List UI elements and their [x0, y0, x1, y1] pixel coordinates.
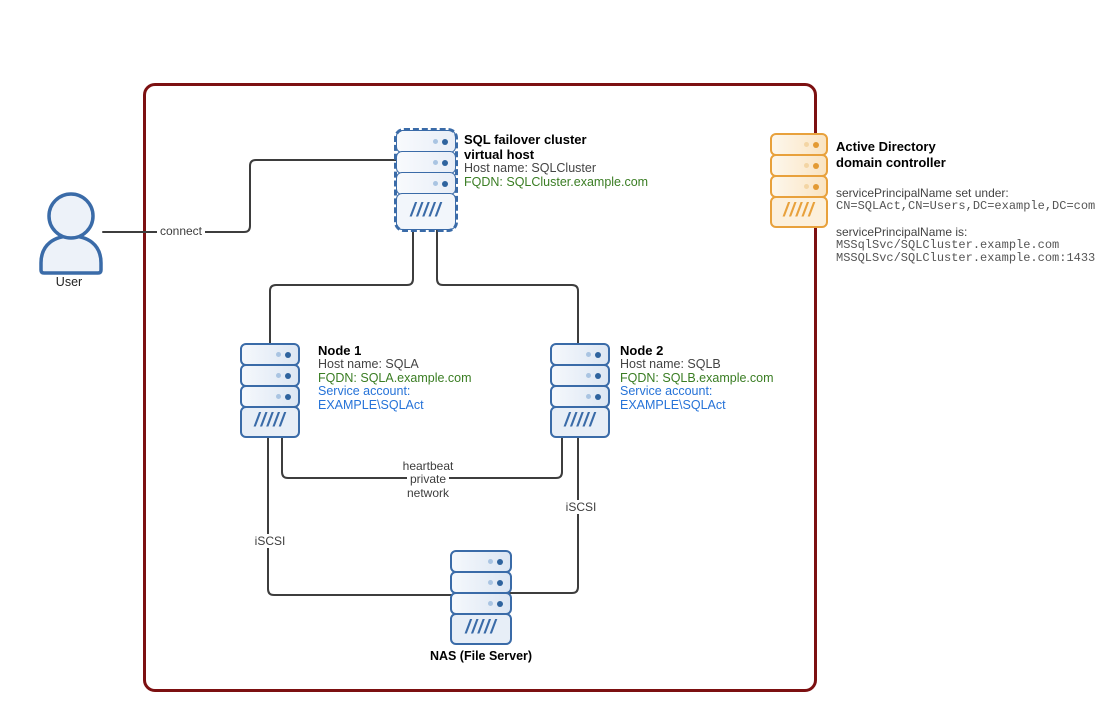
server-base: ///// — [550, 406, 610, 438]
spn-value-2: MSSQLSvc/SQLCluster.example.com:1433 — [836, 251, 1096, 265]
server-icon-node1: ///// — [240, 343, 300, 438]
server-band — [550, 385, 610, 408]
server-band — [240, 343, 300, 366]
virtual-host-fqdn: FQDN: SQLCluster.example.com — [464, 174, 649, 189]
server-icon-nas: ///// — [450, 550, 512, 645]
virtual-host-caption: SQL failover cluster virtual host Host n… — [464, 132, 648, 189]
hatch-glyph: ///// — [254, 410, 286, 431]
iscsi-left-label: iSCSI — [248, 534, 292, 548]
server-band — [396, 172, 456, 195]
hatch-glyph: ///// — [410, 199, 442, 221]
wire-iscsi-right — [509, 437, 579, 594]
user-label: User — [55, 275, 83, 289]
node1-fqdn: FQDN: SQLA.example.com — [318, 370, 472, 385]
server-band — [240, 385, 300, 408]
node1-hostname: Host name: SQLA — [318, 357, 419, 371]
spn-set-under-block: servicePrincipalName set under: CN=SQLAc… — [836, 187, 1095, 213]
heartbeat-label: heartbeat private network — [384, 459, 472, 500]
user-icon — [39, 192, 103, 275]
server-band — [396, 151, 456, 174]
active-directory-title2: domain controller — [836, 155, 946, 170]
server-icon-active-directory: ///// — [770, 133, 828, 228]
wire-iscsi-left — [267, 437, 453, 596]
connect-label: connect — [152, 224, 210, 238]
wire-vh-to-node2 — [436, 229, 579, 344]
server-band — [450, 550, 512, 573]
virtual-host-hostname: Host name: SQLCluster — [464, 161, 596, 175]
server-virtual-icon: ///// — [394, 128, 458, 232]
node2-service-account: Service account: — [620, 384, 713, 398]
spn-set-under-label: servicePrincipalName set under: — [836, 186, 1009, 200]
wire-vh-to-node1 — [269, 229, 414, 344]
node2-service-account-value: EXAMPLE\SQLAct — [620, 397, 726, 412]
server-base: ///// — [240, 406, 300, 438]
server-base: ///// — [770, 196, 828, 228]
server-band — [450, 571, 512, 594]
server-band — [770, 154, 828, 177]
server-band — [450, 592, 512, 615]
server-base: ///// — [450, 613, 512, 645]
server-base: ///// — [396, 193, 456, 230]
spn-dn-value: CN=SQLAct,CN=Users,DC=example,DC=com — [836, 199, 1096, 213]
spn-value-1: MSSqlSvc/SQLCluster.example.com — [836, 238, 1060, 252]
node1-service-account-value: EXAMPLE\SQLAct — [318, 397, 424, 412]
server-band — [240, 364, 300, 387]
node2-hostname: Host name: SQLB — [620, 357, 721, 371]
node2-fqdn: FQDN: SQLB.example.com — [620, 370, 774, 385]
active-directory-title: Active Directory — [836, 139, 936, 154]
hatch-glyph: ///// — [783, 200, 815, 221]
server-icon-node2: ///// — [550, 343, 610, 438]
cluster-boundary-box — [143, 83, 817, 692]
server-band — [396, 130, 456, 153]
node2-title: Node 2 — [620, 343, 664, 358]
wire-connect — [102, 159, 397, 233]
virtual-host-title2: virtual host — [464, 147, 535, 162]
server-band — [770, 133, 828, 156]
iscsi-right-label: iSCSI — [559, 500, 603, 514]
server-band — [770, 175, 828, 198]
node1-caption: Node 1 Host name: SQLA FQDN: SQLA.exampl… — [318, 344, 472, 412]
hatch-glyph: ///// — [564, 410, 596, 431]
hatch-glyph: ///// — [465, 617, 497, 638]
spn-is-label: servicePrincipalName is: — [836, 225, 968, 239]
node1-title: Node 1 — [318, 343, 362, 358]
server-band — [550, 364, 610, 387]
nas-label: NAS (File Server) — [429, 649, 533, 663]
server-band — [550, 343, 610, 366]
virtual-host-title: SQL failover cluster — [464, 132, 587, 147]
spn-is-block: servicePrincipalName is: MSSqlSvc/SQLClu… — [836, 226, 1095, 265]
node2-caption: Node 2 Host name: SQLB FQDN: SQLB.exampl… — [620, 344, 774, 412]
active-directory-title-block: Active Directory domain controller — [836, 139, 946, 171]
node1-service-account: Service account: — [318, 384, 411, 398]
